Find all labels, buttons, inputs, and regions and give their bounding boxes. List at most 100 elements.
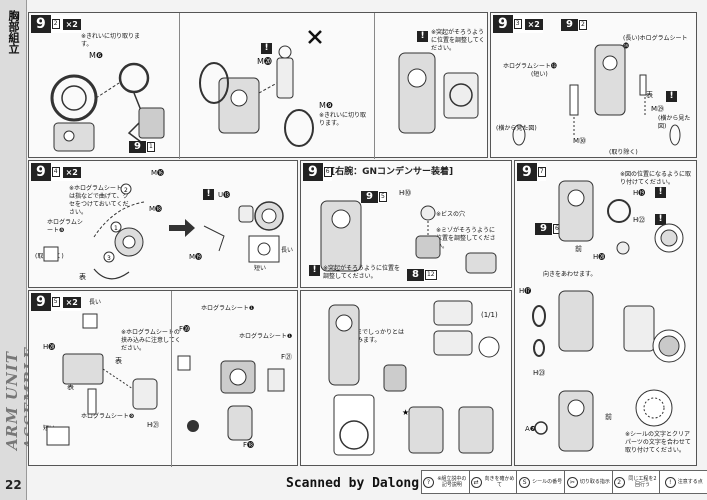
holo-sheet-bend-drawing: 1 2 3 [43,183,145,280]
legend-item: ! 注意する点 [660,471,707,493]
omote-label: 表 [115,357,122,365]
svg-text:2: 2 [124,187,128,194]
part-label-m20: M⓴ [257,57,272,66]
align-note: ※突起がそろうように位置を調整してください。 [323,265,401,280]
holo-sheet-i-label: ホログラムシート❶ [201,305,255,312]
arm-part-drawing-9 [46,313,158,446]
orientation-icon: ⇄ [470,476,482,488]
step-label: 9 5 ×2 [31,293,81,311]
svg-text:3: 3 [107,255,111,262]
section-subtitle: [右腕：GNコンデンサー装着] [331,167,454,177]
omote-label-2: 表 [67,383,74,391]
panel-step-9-2: 9 2 ×2 ※きれいに切り取ります。 M❻ 9 1 ! M⓴ [28,12,488,159]
part-label-h19: H⓳ [633,189,646,197]
panel-step-9-3: 9 3 ×2 9 2 (長い)ホログラムシート⓮ ホログラムシート⓭ (短い) … [490,12,697,158]
count-label: (1/1) [481,311,498,319]
part-label-h10: H⓾ [399,189,412,197]
side-view-note: (横から見た図) [658,115,691,130]
legend-item: 2 同じ工程を2回行う [613,471,661,493]
svg-text:1: 1 [114,225,118,232]
part-label-m6: M❻ [89,51,104,60]
section-title: 胸部組立 [7,10,20,54]
footer: Scanned by Dalong.net ? ※組立説中の記号説明 ⇄ 向きを… [26,468,707,500]
sub-step-label: 9 1 [129,141,155,153]
panel-step-9-4: 9 4 ×2 M⓰ ※ホログラムシート❽は指などで曲げて、クセをつけておいてくだ… [28,160,298,288]
step-label: 9 6 [303,163,332,181]
panel-step-9-5: 9 5 ×2 長い ※ホログラムシートの挟み込みに注意してください。 H⓴ 表 … [28,290,298,467]
page-number: 22 [5,478,22,492]
gn-condenser-drawing [320,200,497,274]
arm-part-drawing-4 [512,44,681,146]
part-label-f18: F⓲ [243,441,255,449]
close-cross-icon [308,30,322,44]
holo-pinch-note: ※ホログラムシートの挟み込みに注意してください。 [121,329,181,352]
arm-part-drawing-2 [199,45,314,147]
step-label: 9 3 ×2 [493,15,543,33]
legend-item: ✂ 切り取る指示 [565,471,613,493]
svg-text:★: ★ [402,408,409,417]
groove-note: ※ミゾがそろうように位置を調整してください。 [436,227,496,250]
arm-part-drawing-10 [177,355,285,441]
caution-icon: ! [261,43,272,54]
holo-bend-note: ※ホログラムシート❽は指などで曲げて、クセをつけておいてください。 [69,185,129,216]
caution-icon: ! [664,476,676,488]
part-label-h20: H⓴ [43,343,56,351]
legend-item: ⇄ 向きを確かめて [470,471,518,493]
part-label-u13: U⓭ [218,191,231,199]
part-label-h22: H㉒ [633,216,646,224]
part-label-a7: A❼ [525,425,537,433]
legend-item: ? ※組立説中の記号説明 [422,471,470,493]
part-label-m29: M㉙ [651,105,665,113]
arm-part-drawing-6 [558,180,684,255]
caution-icon: ! [666,91,677,102]
caution-icon: ! [417,31,428,42]
holo-sheet-short-note: (短い) [531,71,548,78]
sub-step-label: 9 6 [535,223,561,235]
part-label-m19: M⓳ [189,253,203,261]
part-label-h23: H㉓ [533,369,546,377]
part-label-m9: M❾ [319,101,334,110]
arm-part-drawing-1 [50,62,165,152]
section-english-title: ARM UNIT ASSEMBLE [3,346,39,450]
front-label-2: 前 [605,413,612,421]
short-label: 短い [254,265,267,272]
divider [179,13,180,159]
sub-step-label: 9 2 [561,19,587,31]
legend-item: S シールの番号 [517,471,566,493]
divider [374,13,375,159]
caution-icon: ! [309,265,320,276]
sub-step-label: 9 5 [361,191,387,203]
seal-note: ※シールの文字とクリアパーツの文字を合わせて取り付けてください。 [625,431,691,454]
orient-note: 向きをあわせます。 [543,271,597,278]
holo-sheet-short-label: ホログラムシート⓭ [503,63,557,70]
scanner-credit: Scanned by Dalong.net [286,476,451,491]
panel-step-9-6: 9 6 [右腕：GNコンデンサー装着] 9 5 H⓾ ※ビスの穴 ※ミゾがそろう… [300,160,512,288]
panel-step-9-6-detail: ※奥までしっかりとはめ込みます。 (1/1) ★ [300,290,512,466]
holo-sheet-label: ホログラムシート❽ [47,219,83,234]
front-label: 前 [575,245,582,253]
sub-step-label: 8 12 [407,269,437,281]
align-note: ※突起がそろうように位置を調整してください。 [431,29,485,52]
side-view-note-2: (横から見た図) [496,125,537,132]
side-strip: 胸部組立 ARM UNIT ASSEMBLE 22 [0,0,39,500]
omote-label: 表 [646,91,653,99]
step-label: 9 4 ×2 [31,163,81,181]
long-label: 長い [281,247,294,254]
long-label: 長い [89,299,102,306]
holo-sheet-j-label: ホログラムシート❾ [81,413,135,420]
arrow-right-icon [169,219,195,237]
divider [171,291,172,467]
arm-part-drawing-8 [534,389,673,452]
caution-icon: ! [655,214,666,225]
scissors-icon: ✂ [566,476,578,488]
arm-part-drawing-3 [398,52,479,134]
part-label-h20: H⓴ [593,253,606,261]
panel-step-9-7: 9 7 ※図の位置になるように取り付けてください。 H⓳ ! 9 6 H㉒ ! … [514,160,697,466]
cut-note-2: ※きれいに切り取ります。 [319,112,367,127]
position-note: ※図の位置になるように取り付けてください。 [620,171,692,186]
step-label: 9 7 [517,163,546,181]
condenser-detail-drawing: ★ [328,300,500,456]
arm-part-drawing-7 [532,290,686,363]
caution-icon: ! [203,189,214,200]
